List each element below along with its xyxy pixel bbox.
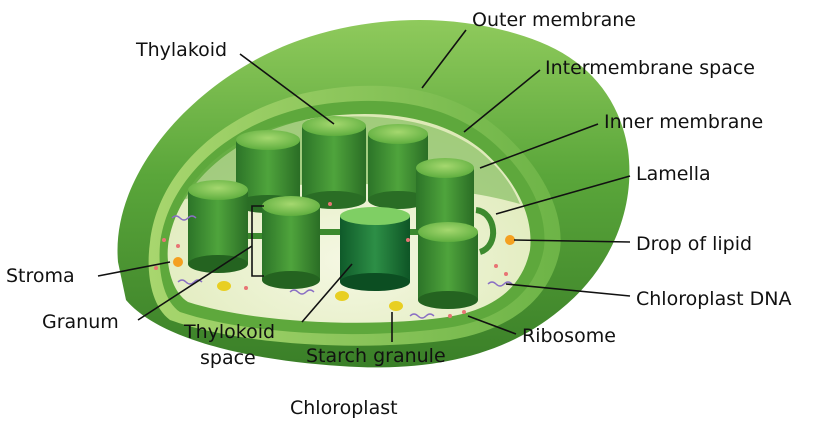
label-lamella: Lamella <box>636 163 711 185</box>
label-stroma: Stroma <box>6 265 75 287</box>
lipid-drop-left <box>173 257 183 267</box>
granum-stack-back-2 <box>302 116 366 209</box>
starch-granule-1 <box>217 281 231 291</box>
ribosome-dot <box>504 272 508 276</box>
granum-stack-right-top <box>416 158 474 230</box>
diagram-caption: Chloroplast <box>290 397 398 419</box>
ribosome-dot <box>328 202 332 206</box>
label-chloroplast-dna: Chloroplast DNA <box>636 288 791 310</box>
ribosome-dot <box>244 286 248 290</box>
starch-granule-2 <box>335 291 349 301</box>
label-thylokoid-space-line1: Thylokoid <box>183 321 275 343</box>
ribosome-dot <box>162 238 166 242</box>
ribosome-dot <box>176 244 180 248</box>
label-outer-membrane: Outer membrane <box>472 9 636 31</box>
label-intermembrane-space: Intermembrane space <box>545 57 755 79</box>
label-thylakoid: Thylakoid <box>135 39 227 61</box>
label-starch-granule: Starch granule <box>306 345 446 367</box>
ribosome-dot <box>494 264 498 268</box>
ribosome-dot <box>448 314 452 318</box>
ribosome-dot <box>154 266 158 270</box>
label-granum: Granum <box>42 311 119 333</box>
label-ribosome: Ribosome <box>522 325 616 347</box>
starch-granule-3 <box>389 301 403 311</box>
granum-stack-center-left <box>262 196 320 289</box>
granum-stack-cutaway <box>340 207 410 291</box>
ribosome-dot <box>406 238 410 242</box>
label-thylokoid-space-line2: space <box>200 347 256 369</box>
label-inner-membrane: Inner membrane <box>604 111 763 133</box>
ribosome-dot <box>462 310 466 314</box>
label-drop-of-lipid: Drop of lipid <box>636 233 752 255</box>
granum-stack-right-bottom <box>418 222 478 309</box>
granum-stack-left <box>188 180 248 273</box>
lipid-drop-right <box>505 235 515 245</box>
